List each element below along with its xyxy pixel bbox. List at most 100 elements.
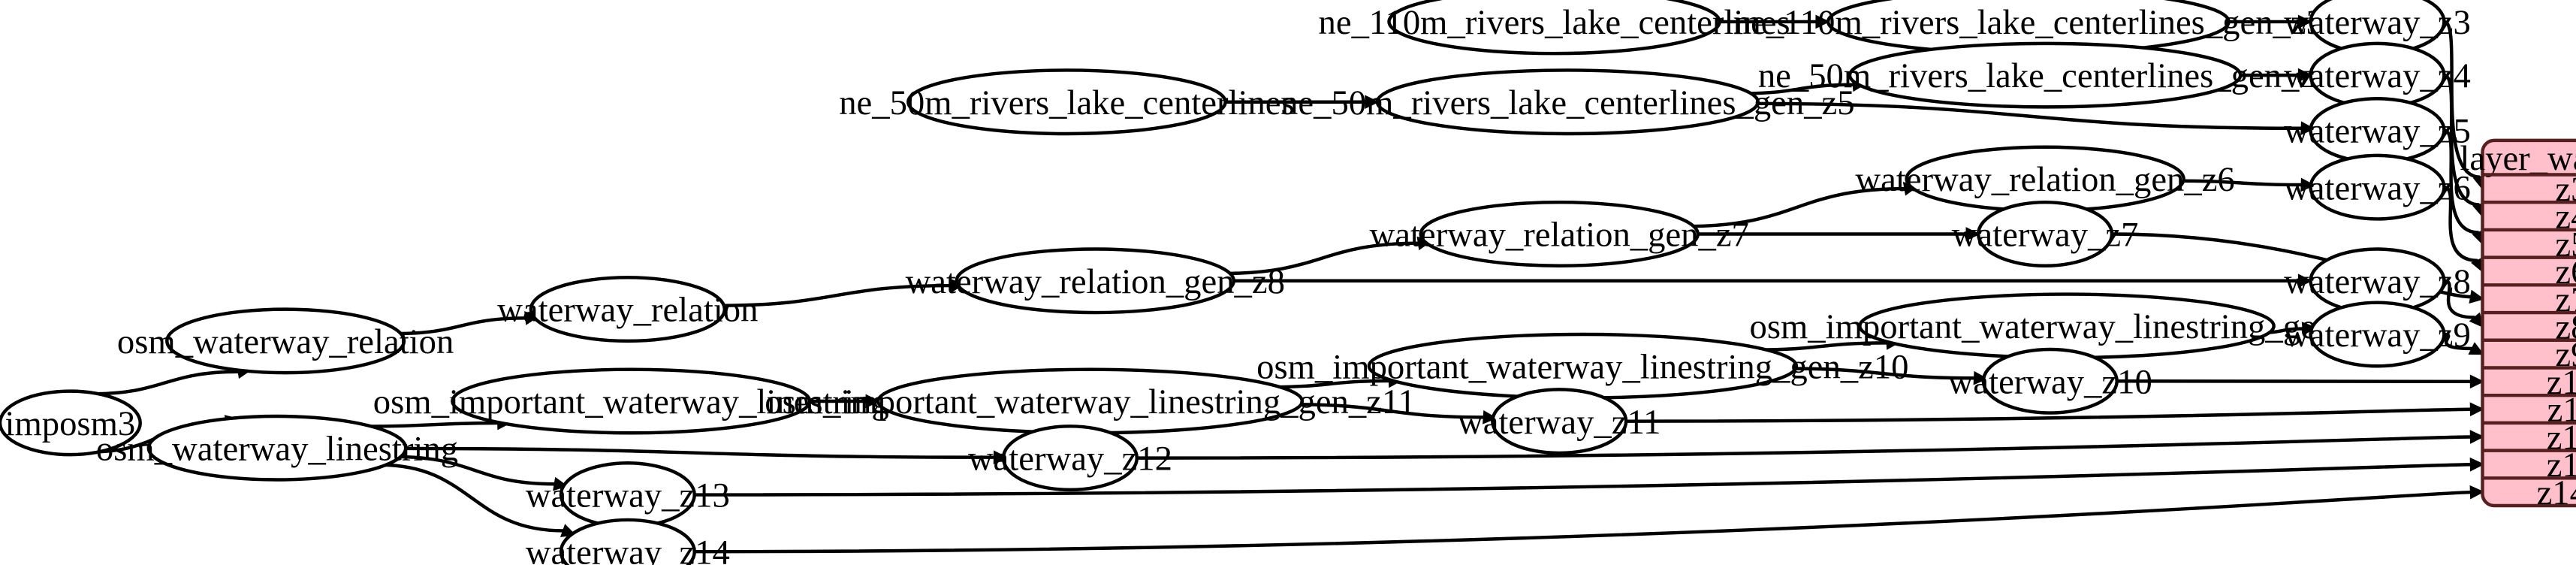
node-label-waterway_z8: waterway_z8 bbox=[2284, 262, 2471, 301]
record-node-layer-waterway[interactable]: layer_waterwayz3z4z5z6z7z8z9z10z11z12z13… bbox=[2460, 138, 2576, 512]
node-shape-osm_important_waterway_linestring bbox=[451, 367, 812, 435]
node-label-waterway_z6: waterway_z6 bbox=[2284, 168, 2471, 207]
node-shape-waterway_z12 bbox=[1001, 425, 1139, 492]
node-waterway_z6[interactable]: waterway_z6 bbox=[2284, 153, 2471, 221]
node-label-ne_50m_rivers_lake_centerlines: ne_50m_rivers_lake_centerlines bbox=[839, 83, 1294, 122]
arrowhead-layer_waterway-z12 bbox=[2469, 430, 2485, 444]
edge-waterway_z14-to-layer_waterway-z14+ bbox=[694, 490, 2471, 554]
arrowhead-waterway_z12 bbox=[993, 450, 1009, 465]
node-shape-waterway_z6 bbox=[2309, 153, 2446, 221]
node-label-ne_50m_rivers_lake_centerlines_gen_z5: ne_50m_rivers_lake_centerlines_gen_z5 bbox=[1280, 83, 1855, 122]
arrowhead-layer_waterway-z10 bbox=[2469, 374, 2485, 389]
node-label-osm_important_waterway_linestring: osm_important_waterway_linestring bbox=[373, 382, 889, 421]
edge-ne_50m_rivers_lake_centerlines_gen_z5-to-ne_50m_rivers_lake_centerlines_gen_z4 bbox=[1742, 83, 1854, 95]
node-label-waterway_z12: waterway_z12 bbox=[968, 440, 1172, 479]
node-osm_waterway_linestring[interactable]: osm_waterway_linestring bbox=[96, 414, 458, 482]
arrowhead-waterway_z11 bbox=[1483, 409, 1498, 425]
node-ne_110m_rivers_lake_centerlines[interactable]: ne_110m_rivers_lake_centerlines bbox=[1319, 0, 1790, 56]
edge-waterway_z11-to-layer_waterway-z11 bbox=[1626, 407, 2471, 423]
node-shape-waterway_z7 bbox=[1976, 200, 2114, 267]
edge-osm_waterway_linestring-to-osm_important_waterway_linestring bbox=[364, 421, 499, 428]
node-osm_important_waterway_linestring_gen_z9[interactable]: osm_important_waterway_linestring_gen_z9 bbox=[1749, 292, 2384, 360]
arrowhead-waterway_z8 bbox=[2297, 273, 2313, 289]
node-waterway_relation_gen_z6[interactable]: waterway_relation_gen_z6 bbox=[1855, 145, 2235, 213]
node-waterway_z13[interactable]: waterway_z13 bbox=[526, 461, 730, 529]
node-waterway_z14[interactable]: waterway_z14 bbox=[526, 518, 730, 565]
node-ne_50m_rivers_lake_centerlines[interactable]: ne_50m_rivers_lake_centerlines bbox=[839, 68, 1295, 136]
record-node-layer: layer_waterwayz3z4z5z6z7z8z9z10z11z12z13… bbox=[2460, 138, 2576, 512]
arrowhead-waterway_z3 bbox=[2297, 14, 2313, 29]
node-label-osm_important_waterway_linestring_gen_z11: osm_important_waterway_linestring_gen_z1… bbox=[765, 382, 1416, 421]
node-waterway_z4[interactable]: waterway_z4 bbox=[2284, 41, 2471, 109]
node-shape-waterway_relation_gen_z8 bbox=[955, 247, 1235, 315]
node-label-waterway_z11: waterway_z11 bbox=[1458, 403, 1661, 442]
node-shape-waterway_z9 bbox=[2309, 301, 2446, 368]
node-label-ne_110m_rivers_lake_centerlines: ne_110m_rivers_lake_centerlines bbox=[1319, 3, 1790, 42]
node-shape-waterway_z11 bbox=[1491, 388, 1628, 455]
node-label-waterway_z14: waterway_z14 bbox=[526, 533, 730, 565]
edge-waterway_z9-to-layer_waterway-z9 bbox=[2444, 332, 2472, 351]
arrowhead-layer_waterway-z7 bbox=[2469, 289, 2485, 304]
edge-waterway_z10-to-layer_waterway-z10 bbox=[2116, 379, 2471, 384]
edge-osm_waterway_relation-to-waterway_relation bbox=[396, 316, 526, 336]
node-waterway_z9[interactable]: waterway_z9 bbox=[2284, 301, 2471, 368]
node-shape-ne_50m_rivers_lake_centerlines bbox=[906, 68, 1227, 136]
node-waterway_z7[interactable]: waterway_z7 bbox=[1952, 200, 2139, 267]
node-label-waterway_relation_gen_z7: waterway_relation_gen_z7 bbox=[1370, 216, 1749, 255]
node-label-ne_50m_rivers_lake_centerlines_gen_z4: ne_50m_rivers_lake_centerlines_gen_z4 bbox=[1758, 56, 2333, 95]
node-waterway_z11[interactable]: waterway_z11 bbox=[1458, 388, 1661, 455]
node-label-osm_important_waterway_linestring_gen_z10: osm_important_waterway_linestring_gen_z1… bbox=[1256, 347, 1908, 386]
arrowhead-waterway_z5 bbox=[2300, 121, 2315, 136]
arrowhead-layer_waterway-z8 bbox=[2469, 312, 2484, 328]
node-waterway_z3[interactable]: waterway_z3 bbox=[2284, 0, 2471, 56]
node-osm_important_waterway_linestring[interactable]: osm_important_waterway_linestring bbox=[373, 367, 889, 435]
node-shape-osm_waterway_linestring bbox=[146, 414, 408, 482]
edge-waterway_relation-to-waterway_relation_gen_z8 bbox=[719, 283, 952, 307]
node-shape-ne_50m_rivers_lake_centerlines_gen_z4 bbox=[1848, 41, 2243, 109]
node-osm_waterway_relation[interactable]: osm_waterway_relation bbox=[117, 307, 454, 375]
node-ne_50m_rivers_lake_centerlines_gen_z5[interactable]: ne_50m_rivers_lake_centerlines_gen_z5 bbox=[1280, 68, 1855, 136]
edge-waterway_z8-to-layer_waterway-z8 bbox=[2444, 279, 2475, 319]
node-waterway_relation_gen_z7[interactable]: waterway_relation_gen_z7 bbox=[1370, 200, 1749, 267]
arrowhead-osm_important_waterway_linestring_gen_z11 bbox=[865, 394, 880, 409]
node-shape-waterway_z10 bbox=[1981, 347, 2119, 415]
node-ne_110m_rivers_lake_centerlines_gen_z3[interactable]: ne_110m_rivers_lake_centerlines_gen_z3 bbox=[1733, 0, 2324, 56]
node-label-imposm3: imposm3 bbox=[5, 404, 135, 443]
edge-imposm3-to-osm_waterway_relation bbox=[91, 370, 239, 396]
node-waterway_relation[interactable]: waterway_relation bbox=[497, 276, 758, 343]
node-osm_important_waterway_linestring_gen_z11[interactable]: osm_important_waterway_linestring_gen_z1… bbox=[765, 367, 1416, 435]
arrowhead-layer_waterway-z14+ bbox=[2469, 485, 2485, 500]
edges-layer bbox=[91, 14, 2487, 554]
node-label-waterway_z4: waterway_z4 bbox=[2284, 56, 2471, 95]
node-waterway_z12[interactable]: waterway_z12 bbox=[968, 425, 1172, 492]
arrowhead-layer_waterway-z13 bbox=[2469, 457, 2485, 472]
node-label-ne_110m_rivers_lake_centerlines_gen_z3: ne_110m_rivers_lake_centerlines_gen_z3 bbox=[1733, 3, 2324, 42]
node-shape-waterway_relation bbox=[529, 276, 726, 343]
node-waterway_z5[interactable]: waterway_z5 bbox=[2284, 97, 2471, 165]
edge-waterway_z12-to-layer_waterway-z12 bbox=[1136, 435, 2471, 460]
node-shape-osm_waterway_relation bbox=[165, 307, 406, 375]
edge-waterway_relation_gen_z8-to-waterway_relation_gen_z7 bbox=[1224, 241, 1419, 276]
edge-waterway_relation_gen_z6-to-waterway_z6 bbox=[2177, 179, 2302, 187]
node-label-waterway_relation: waterway_relation bbox=[497, 291, 758, 330]
node-label-osm_waterway_linestring: osm_waterway_linestring bbox=[96, 429, 458, 468]
node-waterway_relation_gen_z8[interactable]: waterway_relation_gen_z8 bbox=[906, 247, 1285, 315]
node-label-waterway_z9: waterway_z9 bbox=[2284, 316, 2471, 355]
node-imposm3[interactable]: imposm3 bbox=[0, 389, 142, 457]
node-shape-waterway_relation_gen_z7 bbox=[1419, 200, 1700, 267]
edge-ne_50m_rivers_lake_centerlines_gen_z5-to-waterway_z5 bbox=[1750, 101, 2302, 130]
node-shape-ne_50m_rivers_lake_centerlines_gen_z5 bbox=[1375, 68, 1760, 136]
node-ne_50m_rivers_lake_centerlines_gen_z4[interactable]: ne_50m_rivers_lake_centerlines_gen_z4 bbox=[1758, 41, 2333, 109]
node-label-waterway_relation_gen_z8: waterway_relation_gen_z8 bbox=[906, 262, 1285, 301]
node-waterway_z10[interactable]: waterway_z10 bbox=[1948, 347, 2152, 415]
node-waterway_z8[interactable]: waterway_z8 bbox=[2284, 247, 2471, 315]
edge-osm_important_waterway_linestring_gen_z10-to-waterway_z10 bbox=[1787, 367, 1975, 380]
node-label-waterway_z10: waterway_z10 bbox=[1948, 362, 2152, 401]
edge-osm_waterway_linestring-to-waterway_z12 bbox=[400, 446, 994, 459]
arrowhead-layer_waterway-z11 bbox=[2469, 402, 2485, 417]
arrowhead-waterway_z10 bbox=[1973, 370, 1989, 385]
node-label-waterway_z7: waterway_z7 bbox=[1952, 216, 2139, 255]
arrowhead-waterway_z7 bbox=[1965, 227, 1980, 241]
